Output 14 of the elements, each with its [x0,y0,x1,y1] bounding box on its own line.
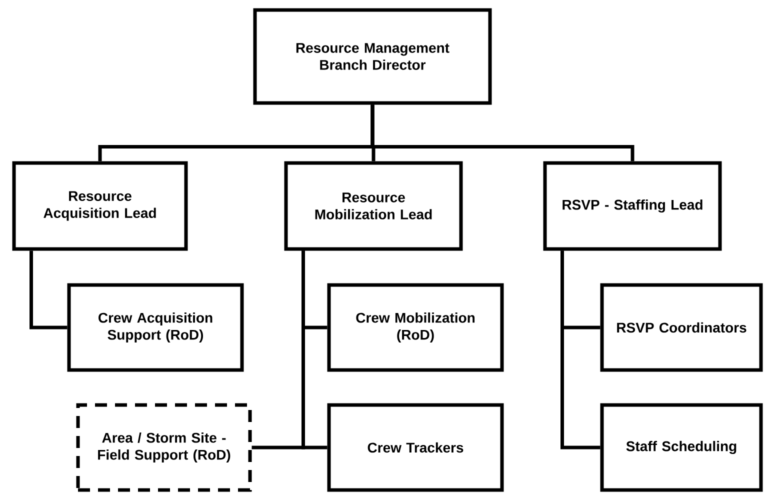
org-box: Crew Trackers [327,403,504,492]
connector-line [252,250,305,450]
org-box: RSVP Coordinators [600,283,763,372]
org-box: Resource Mobilization Lead [284,161,463,251]
connector-line [560,250,600,450]
connector-line [30,250,68,330]
dashed-box: Area / Storm Site - Field Support (RoD) [76,403,252,492]
org-box: Resource Acquisition Lead [12,161,188,251]
org-box: RSVP - Staffing Lead [543,161,722,251]
org-box: Crew Acquisition Support (RoD) [67,283,244,372]
connector-line [370,104,634,162]
org-box: Staff Scheduling [600,403,763,492]
org-box: Resource Management Branch Director [253,8,492,105]
org-box: Crew Mobilization (RoD) [327,283,504,372]
